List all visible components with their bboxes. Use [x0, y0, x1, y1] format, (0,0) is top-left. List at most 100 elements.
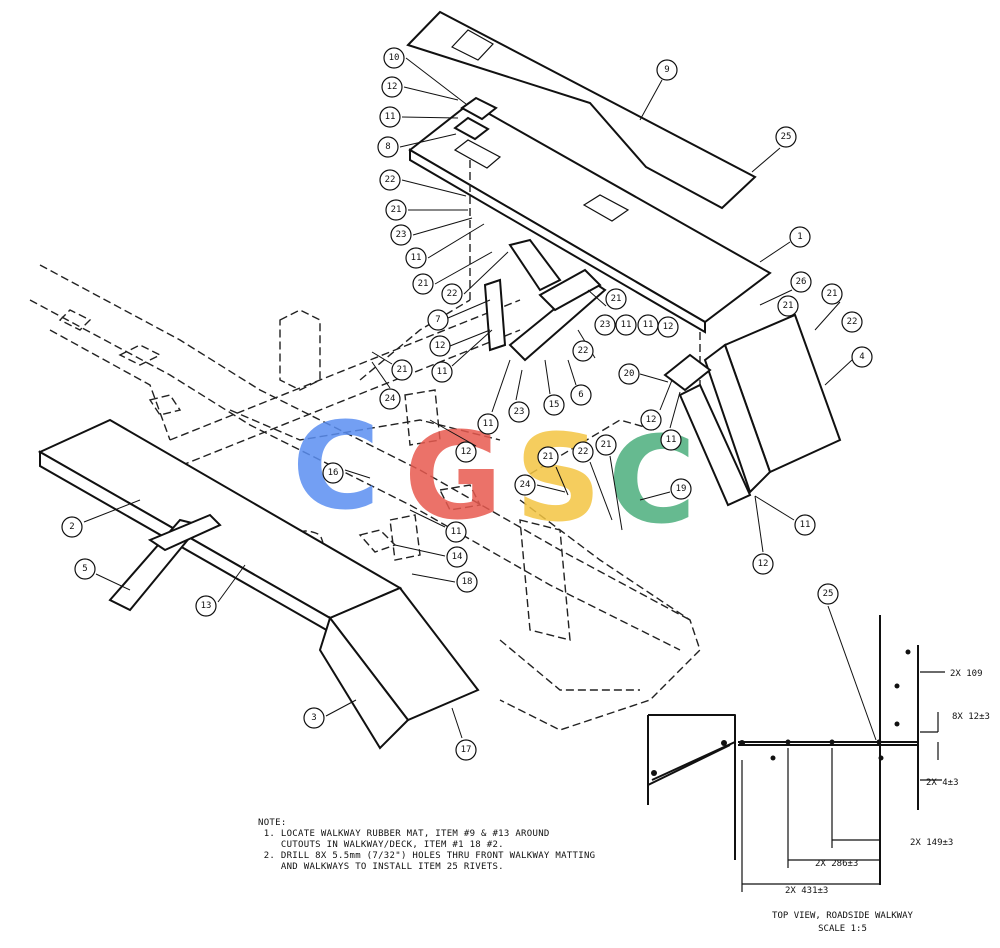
callout-circle: [429, 335, 451, 357]
view-caption-title: TOP VIEW, ROADSIDE WALKWAY: [772, 911, 913, 921]
callout-c22a: 22: [379, 169, 401, 191]
callout-circle: [456, 571, 478, 593]
callout-c11e: 11: [431, 361, 453, 383]
callout-c3: 3: [303, 707, 325, 729]
callout-circle: [383, 47, 405, 69]
callout-circle: [656, 59, 678, 81]
callout-circle: [572, 441, 594, 463]
callout-c19: 19: [670, 478, 692, 500]
callout-circle: [303, 707, 325, 729]
callout-circle: [615, 314, 637, 336]
callout-c4: 4: [851, 346, 873, 368]
callout-label: 16: [328, 468, 339, 478]
dim-2x-149: 2X 149±3: [910, 838, 953, 848]
callout-c22c: 22: [841, 311, 863, 333]
callout-circle: [379, 388, 401, 410]
callout-c24a: 24: [379, 388, 401, 410]
note-line-3: 2. DRILL 8X 5.5mm (7/32") HOLES THRU FRO…: [258, 851, 596, 861]
callout-label: 13: [201, 601, 212, 611]
callout-c11g: 11: [660, 429, 682, 451]
dim-8x-12: 8X 12±3: [952, 712, 990, 722]
callout-label: 12: [435, 341, 446, 351]
callout-c1: 1: [789, 226, 811, 248]
callout-label: 21: [418, 279, 429, 289]
callout-c21a: 21: [385, 199, 407, 221]
callout-label: 19: [676, 484, 687, 494]
callout-c24b: 24: [514, 474, 536, 496]
note-line-4: AND WALKWAYS TO INSTALL ITEM 25 RIVETS.: [258, 862, 504, 872]
callout-label: 21: [391, 205, 402, 215]
callout-c11c: 11: [615, 314, 637, 336]
left-walkway-item-2: [37, 418, 403, 634]
fender-panel-item-4: [703, 313, 842, 494]
callout-label: 5: [82, 564, 87, 574]
callout-c22e: 22: [572, 441, 594, 463]
fender-panel-item-3: [318, 586, 480, 750]
callout-circle: [790, 271, 812, 293]
callout-c11f: 11: [477, 413, 499, 435]
callout-c12a: 12: [381, 76, 403, 98]
callout-c11b: 11: [405, 247, 427, 269]
callout-circle: [775, 126, 797, 148]
callout-label: 24: [385, 394, 396, 404]
callout-c25b: 25: [817, 583, 839, 605]
callout-label: 11: [411, 253, 422, 263]
callout-circle: [390, 224, 412, 246]
view-caption-scale: SCALE 1:5: [818, 924, 867, 934]
callout-circle: [379, 169, 401, 191]
callout-label: 22: [578, 346, 589, 356]
callout-label: 20: [624, 369, 635, 379]
callout-label: 21: [611, 294, 622, 304]
callout-circle: [441, 283, 463, 305]
note-line-1: 1. LOCATE WALKWAY RUBBER MAT, ITEM #9 & …: [258, 829, 550, 839]
callout-label: 2: [69, 522, 74, 532]
callout-label: 3: [311, 713, 316, 723]
callout-label: 24: [520, 480, 531, 490]
callout-label: 12: [461, 447, 472, 457]
callout-label: 15: [549, 400, 560, 410]
callout-c12b: 12: [657, 316, 679, 338]
callout-c16: 16: [322, 462, 344, 484]
callout-c12e: 12: [455, 441, 477, 463]
dim-2x-286: 2X 286±3: [815, 859, 858, 869]
fender-panel-item-19: [663, 353, 752, 507]
callout-circle: [657, 316, 679, 338]
callout-label: 7: [435, 315, 440, 325]
callout-circle: [195, 595, 217, 617]
callout-c11h: 11: [445, 521, 467, 543]
callout-circle: [61, 516, 83, 538]
top-view-inset: [647, 605, 945, 892]
callout-c23a: 23: [390, 224, 412, 246]
callout-c21g: 21: [595, 434, 617, 456]
callout-c21h: 21: [537, 446, 559, 468]
walkway-deck-item-1: [408, 101, 772, 400]
callout-label: 25: [823, 589, 834, 599]
callout-circle: [605, 288, 627, 310]
callout-label: 8: [385, 142, 390, 152]
callout-label: 10: [389, 53, 400, 63]
callout-label: 18: [462, 577, 473, 587]
callout-circle: [851, 346, 873, 368]
callout-circle: [381, 76, 403, 98]
callout-circle: [543, 394, 565, 416]
callout-label: 22: [847, 317, 858, 327]
callout-label: 11: [451, 527, 462, 537]
callout-label: 4: [859, 352, 864, 362]
callout-circle: [405, 247, 427, 269]
callout-circle: [817, 583, 839, 605]
callout-circle: [752, 553, 774, 575]
callout-c11a: 11: [379, 106, 401, 128]
callout-c10a: 10: [383, 47, 405, 69]
stacked-plates: [453, 96, 498, 141]
callout-label: 11: [437, 367, 448, 377]
callout-circle: [391, 359, 413, 381]
dim-2x-109: 2X 109: [950, 669, 983, 679]
callout-c8: 8: [377, 136, 399, 158]
callout-circle: [595, 434, 617, 456]
callout-c23c: 23: [508, 401, 530, 423]
callout-c2: 2: [61, 516, 83, 538]
callout-c26: 26: [790, 271, 812, 293]
callout-c11d: 11: [637, 314, 659, 336]
callout-label: 23: [396, 230, 407, 240]
